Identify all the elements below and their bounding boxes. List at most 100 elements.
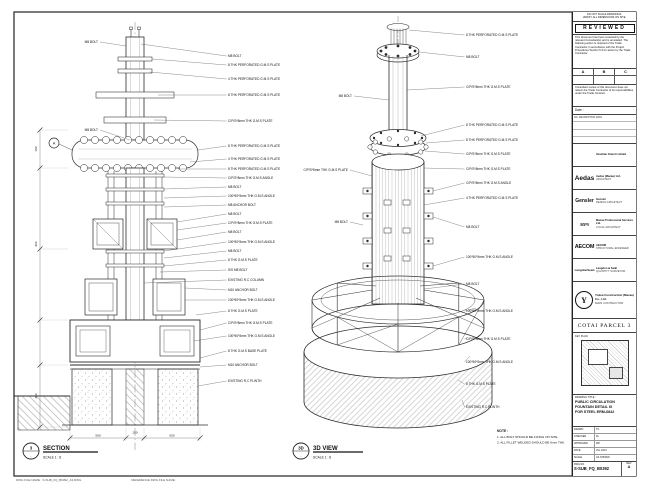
- rev-value: A: [627, 465, 631, 469]
- field-value: AS SHOWN: [596, 455, 610, 459]
- annotation-label: M8 BOLT: [228, 249, 241, 253]
- reviewed-stamp-body: This document has been reviewed by the r…: [573, 35, 636, 69]
- drawing-title-line: FOR STEEL ERM-6842: [575, 409, 615, 414]
- annotation-label: C/P/S*8mm THK G.M.S ANGLE: [466, 181, 511, 185]
- rev-label: REV: [626, 462, 632, 465]
- grade-cell-a: [573, 76, 594, 84]
- annotation-label: M8 BOLT: [335, 220, 348, 224]
- annotation-label: 4 THK PERFORATED G.M.S PLATE: [228, 77, 280, 81]
- sheet-footer: DWG FILE NAME : S-SUB_FQ_B0392_A3.DWG RE…: [16, 478, 176, 482]
- field-label: DATE: [573, 448, 595, 454]
- stamp-date-row: Date :: [573, 107, 636, 115]
- drawing-title-line: FOUNTAIN DETAIL IX: [575, 404, 613, 409]
- iso-view-geometry: [303, 16, 493, 429]
- annotation-label: M8 BOLT: [228, 212, 241, 216]
- annotation-label: 100*50*5mm THK G.M.S ANGLE: [466, 255, 513, 259]
- dwg-no-label: DWG NO.: [574, 463, 585, 466]
- review-grade-table: A B C: [573, 69, 636, 85]
- annotation-label: 8 THK G.M.S PLATE: [466, 382, 496, 386]
- annotation-label: S/S M8 BOLT: [228, 268, 247, 272]
- annotation-label: 8 THK PERFORATED G.M.S PLATE: [466, 123, 518, 127]
- annotation-label: C/P/S*8mm THK G.M.S PLATE: [228, 321, 273, 325]
- annotation-label: M8 BOLT: [228, 54, 241, 58]
- company-role: DESIGN ARCHITECT: [596, 201, 623, 204]
- annotation-label: 8 THK PERFORATED G.M.S PLATE: [466, 138, 518, 142]
- langdon-seah-logo: LangdonSeah: [574, 268, 595, 272]
- annotation-label: EXISTING R.C PLINTH: [228, 379, 262, 383]
- field-value: JUL 2013: [596, 448, 607, 452]
- annotation-label: 100*50*5mm THK G.M.S ANGLE: [228, 240, 275, 244]
- note-item: 2. ALL FILLET WELDED SHOULD BE 6mm THK.: [497, 441, 565, 445]
- annotation-label: M10 ANCHOR BOLT: [228, 288, 258, 292]
- annotation-label: C/P/S*8mm THK G.M.S PLATE: [303, 168, 348, 172]
- company-name: Gensler: [596, 197, 607, 201]
- annotation-label: 100*50*5mm THK G.M.S ANGLE: [228, 298, 275, 302]
- annotation-label: C/P/S*8mm THK G.M.S PLATE: [466, 167, 511, 171]
- company-role: STRUCTURAL ENGINEER: [596, 247, 629, 250]
- company-role: ARCHITECT: [596, 178, 612, 181]
- general-notes: NOTE : 1. ALL BOLT SHOULD BE FIXING ON S…: [497, 429, 565, 445]
- title-block: DO NOT SCALE DRAWINGS. VERIFY ALL DIMENS…: [572, 12, 636, 476]
- section-marker-sheet: -: [31, 454, 32, 458]
- annotation-label: M8 BOLT: [339, 94, 352, 98]
- annotation-label: M8 BOLT: [85, 128, 98, 132]
- revision-row: [573, 135, 636, 143]
- contractor-role: MAIN CONTRACTOR: [595, 300, 624, 305]
- annotation-label: M8 ANCHOR BOLT: [228, 203, 256, 207]
- section-view-title: SECTION: [43, 446, 70, 452]
- project-name: COTAI PARCEL 3: [573, 319, 636, 333]
- company-name: AECOM: [596, 243, 607, 247]
- consultant-row: Venetian Orient Limited: [573, 144, 636, 167]
- company-name: Langdon & Seah: [596, 266, 618, 270]
- annotation-label: 4 THK PERFORATED G.M.S PLATE: [228, 157, 280, 161]
- key-plan-block: [608, 367, 623, 379]
- annotation-label: M8 BOLT: [466, 282, 479, 286]
- annotation-label: EXISTING R.C COLUMN: [228, 278, 265, 282]
- drawing-title-cell: DRAWING TITLE : PUBLIC CIRCULATION FOUNT…: [573, 395, 636, 427]
- dimension-text: 350: [34, 393, 38, 398]
- grade-header-a: A: [573, 69, 594, 76]
- consultant-row: Aedas Aedas (Macau) Ltd.ARCHITECT: [573, 167, 636, 190]
- annotation-label: M8 BOLT: [466, 55, 479, 59]
- annotation-label: C/P/S*8mm THK G.M.S ANGLE: [228, 176, 273, 180]
- revision-row: [573, 121, 636, 128]
- iso-view-scale: SCALE 1 : 8: [313, 456, 331, 460]
- consultant-row: MPS Macau Professional Services Ltd.LOCA…: [573, 213, 636, 236]
- reviewed-stamp: REVIEWED: [573, 22, 636, 35]
- section-dimension-texts: 150 900 350 550 150 550 A: [34, 142, 175, 438]
- grade-cell-c: [615, 76, 636, 84]
- company-role: QUANTITY SURVEYOR: [596, 270, 626, 273]
- section-dimensions: [37, 127, 203, 441]
- section-bubble-label: A: [53, 142, 56, 146]
- key-plan-highlight: [587, 349, 608, 365]
- reference-file-text: REFERENCE DWG FILE NAME :: [131, 478, 177, 482]
- annotation-label: 8 THK PERFORATED G.M.S PLATE: [228, 63, 280, 67]
- annotation-label: 8 THK G.M.S BASE PLATE: [228, 349, 267, 353]
- revision-table-header: NO. DESCRIPTION DATE: [574, 115, 603, 119]
- reviewed-stamp-title: REVIEWED: [574, 23, 635, 33]
- aedas-logo: Aedas: [574, 174, 595, 182]
- field-label: APPROVED: [573, 441, 595, 447]
- annotation-label: C/P/S*8mm THK G.M.S PLATE: [466, 85, 511, 89]
- company-name: Aedas (Macau) Ltd.: [596, 174, 621, 178]
- annotation-label: M8 BOLT: [228, 185, 241, 189]
- revision-row: [573, 128, 636, 136]
- annotation-label: 8 THK G.M.S PLATE: [228, 258, 258, 262]
- annotation-label: M10 ANCHOR BOLT: [228, 363, 258, 367]
- disclaimer-line: VERIFY ALL DIMENSIONS ON SITE.: [582, 16, 627, 20]
- grade-cell-b: [594, 76, 615, 84]
- iso-view-title: 3D VIEW: [313, 446, 338, 452]
- field-value: KL: [596, 434, 600, 438]
- field-label: CHECKED: [573, 434, 595, 440]
- annotation-label: M8 BOLT: [466, 225, 479, 229]
- section-marker-number: 3: [30, 446, 33, 451]
- drawing-title-line: PUBLIC CIRCULATION: [575, 400, 615, 404]
- iso-marker-sheet: -: [301, 454, 302, 458]
